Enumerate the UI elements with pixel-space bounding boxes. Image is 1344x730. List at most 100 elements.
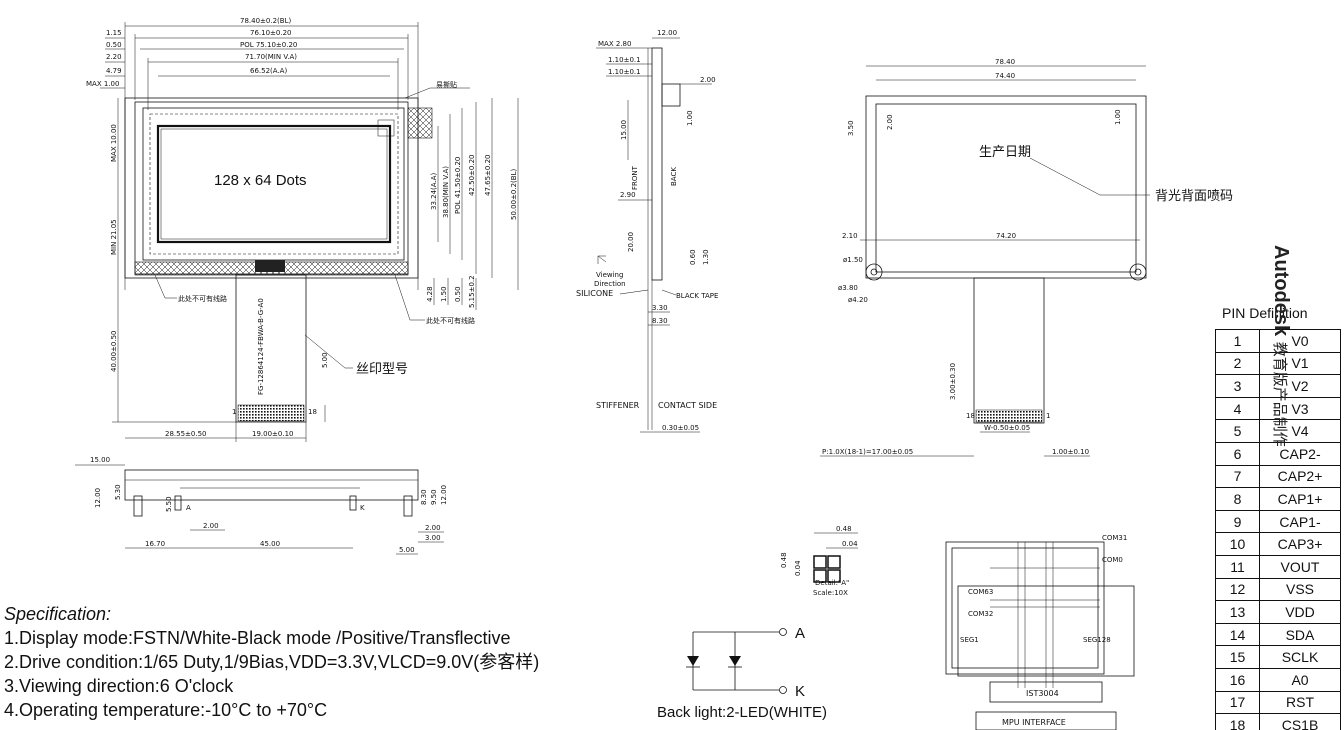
back-dim-2: 3.50 <box>847 120 855 136</box>
dim-br-2: 0.50 <box>454 286 462 302</box>
bv-label-a: A <box>186 504 191 512</box>
dim-top-4: 66.52(A.A) <box>250 67 287 75</box>
dim-br-3: 5.15±0.2 <box>468 275 476 308</box>
dim-br-0: 4.28 <box>426 286 434 302</box>
com32: COM32 <box>968 610 993 618</box>
com0: COM0 <box>1102 556 1123 564</box>
dim-top-1: 76.10±0.20 <box>250 29 292 37</box>
fpc-label: FG-12864124-FBWA-B-G-A0 <box>257 298 265 395</box>
back-dim-1: 74.40 <box>995 72 1015 80</box>
detail-title: Detail:"A" <box>815 579 849 587</box>
side-dim-1: 12.00 <box>657 29 677 37</box>
viewing-2: Direction <box>594 280 626 288</box>
side-back: BACK <box>670 167 678 186</box>
mpu-label: MPU INTERFACE <box>1002 718 1066 727</box>
back-dim-12: P:1.0X(18-1)=17.00±0.05 <box>822 448 913 456</box>
bv-dim-11: 3.00 <box>425 534 441 542</box>
no-trace-right: 此处不可有线路 <box>426 316 475 325</box>
back-fpc-pin-1: 1 <box>1046 412 1050 420</box>
side-view: MAX 2.80 12.00 1.10±0.1 1.10±0.1 2.00 15… <box>576 29 718 433</box>
bv-dim-12: 5.00 <box>399 546 415 554</box>
detail-dim-3: 0.04 <box>794 560 802 576</box>
bv-dim-7: 8.30 <box>420 489 428 505</box>
com63: COM63 <box>968 588 993 596</box>
dim-left-3: 4.79 <box>106 67 122 75</box>
pin-no: 16 <box>1215 667 1260 692</box>
dim-vert-right-3: 42.50±0.20 <box>468 155 476 197</box>
pin-signal: SDA <box>1259 622 1341 647</box>
pin-no: 14 <box>1215 622 1260 647</box>
pin-signal: CAP3+ <box>1259 532 1341 556</box>
pin-signal: VSS <box>1259 577 1341 602</box>
back-dim-7: ø1.50 <box>843 256 863 264</box>
side-dim-13: 0.30±0.05 <box>662 424 699 432</box>
pin-no: 17 <box>1215 690 1260 715</box>
bv-dim-2: 5.30 <box>114 484 122 500</box>
pin-no: 11 <box>1215 554 1260 579</box>
dim-top-3: 71.70(MIN V.A) <box>245 53 297 61</box>
pin-no: 8 <box>1215 487 1260 511</box>
side-dim-10: 1.30 <box>702 249 710 265</box>
dim-left-1: 0.50 <box>106 41 122 49</box>
back-dim-11: W-0.50±0.05 <box>984 424 1030 432</box>
dim-top-2: POL 75.10±0.20 <box>240 41 297 49</box>
bv-dim-4: 2.00 <box>203 522 219 530</box>
detail-dim-0: 0.48 <box>836 525 852 533</box>
pin-signal: CAP1- <box>1259 509 1341 534</box>
pin-title: PIN Definition <box>1222 305 1308 321</box>
side-dim-7: 2.90 <box>620 191 636 199</box>
back-dim-9: ø4.20 <box>848 296 868 304</box>
autodesk-watermark: Autodesk 教育版产品制作 <box>1269 245 1292 447</box>
bv-label-k: K <box>360 504 365 512</box>
pin-signal: RST <box>1259 690 1341 715</box>
pin-no: 15 <box>1215 645 1260 669</box>
spec-line-4: 4.Operating temperature:-10°C to +70°C <box>4 700 328 720</box>
contact-label: CONTACT SIDE <box>658 401 717 410</box>
side-front: FRONT <box>631 165 639 190</box>
tear-label: 易撕贴 <box>436 80 457 89</box>
dim-vert-right-1: 38.80(MIN V.A) <box>442 166 450 218</box>
pin-no: 10 <box>1215 532 1260 556</box>
pin-signal: VDD <box>1259 600 1341 624</box>
back-view: 78.40 74.40 3.50 2.00 1.00 2.10 74.20 ø1… <box>820 58 1233 457</box>
black-tape-label: BLACK TAPE <box>676 292 718 300</box>
bv-dim-5: 16.70 <box>145 540 165 548</box>
seg1: SEG1 <box>960 636 979 644</box>
com31: COM31 <box>1102 534 1127 542</box>
pin-no: 12 <box>1215 577 1260 602</box>
viewing-1: Viewing <box>596 271 623 279</box>
pin-no: 5 <box>1215 419 1260 443</box>
detail-dim-2: 0.48 <box>780 552 788 568</box>
bv-dim-6: 45.00 <box>260 540 280 548</box>
fpc-dim-5: 5.00 <box>321 352 329 368</box>
bv-dim-3: 5.50 <box>165 496 173 512</box>
pin-signal: CAP1+ <box>1259 487 1341 511</box>
bl-label-a: A <box>795 625 805 642</box>
dim-vert-right-0: 33.24(A.A) <box>430 173 438 210</box>
bv-dim-0: 15.00 <box>90 456 110 464</box>
side-dim-4: 2.00 <box>700 76 716 84</box>
spec-line-1: 1.Display mode:FSTN/White-Black mode /Po… <box>4 628 511 648</box>
bottom-view: 15.00 12.00 5.30 5.50 2.00 16.70 45.00 8… <box>75 456 448 555</box>
pin-no: 13 <box>1215 600 1260 624</box>
specification: Specification: 1.Display mode:FSTN/White… <box>4 602 644 722</box>
pin-no: 2 <box>1215 351 1260 376</box>
spec-line-2: 2.Drive condition:1/65 Duty,1/9Bias,VDD=… <box>4 652 540 672</box>
pin-signal: CAP2+ <box>1259 464 1341 489</box>
side-dim-5: 15.00 <box>620 120 628 140</box>
fpc-pin-1: 1 <box>232 408 236 416</box>
watermark-brand: Autodesk <box>1270 245 1292 337</box>
seg128: SEG128 <box>1083 636 1111 644</box>
